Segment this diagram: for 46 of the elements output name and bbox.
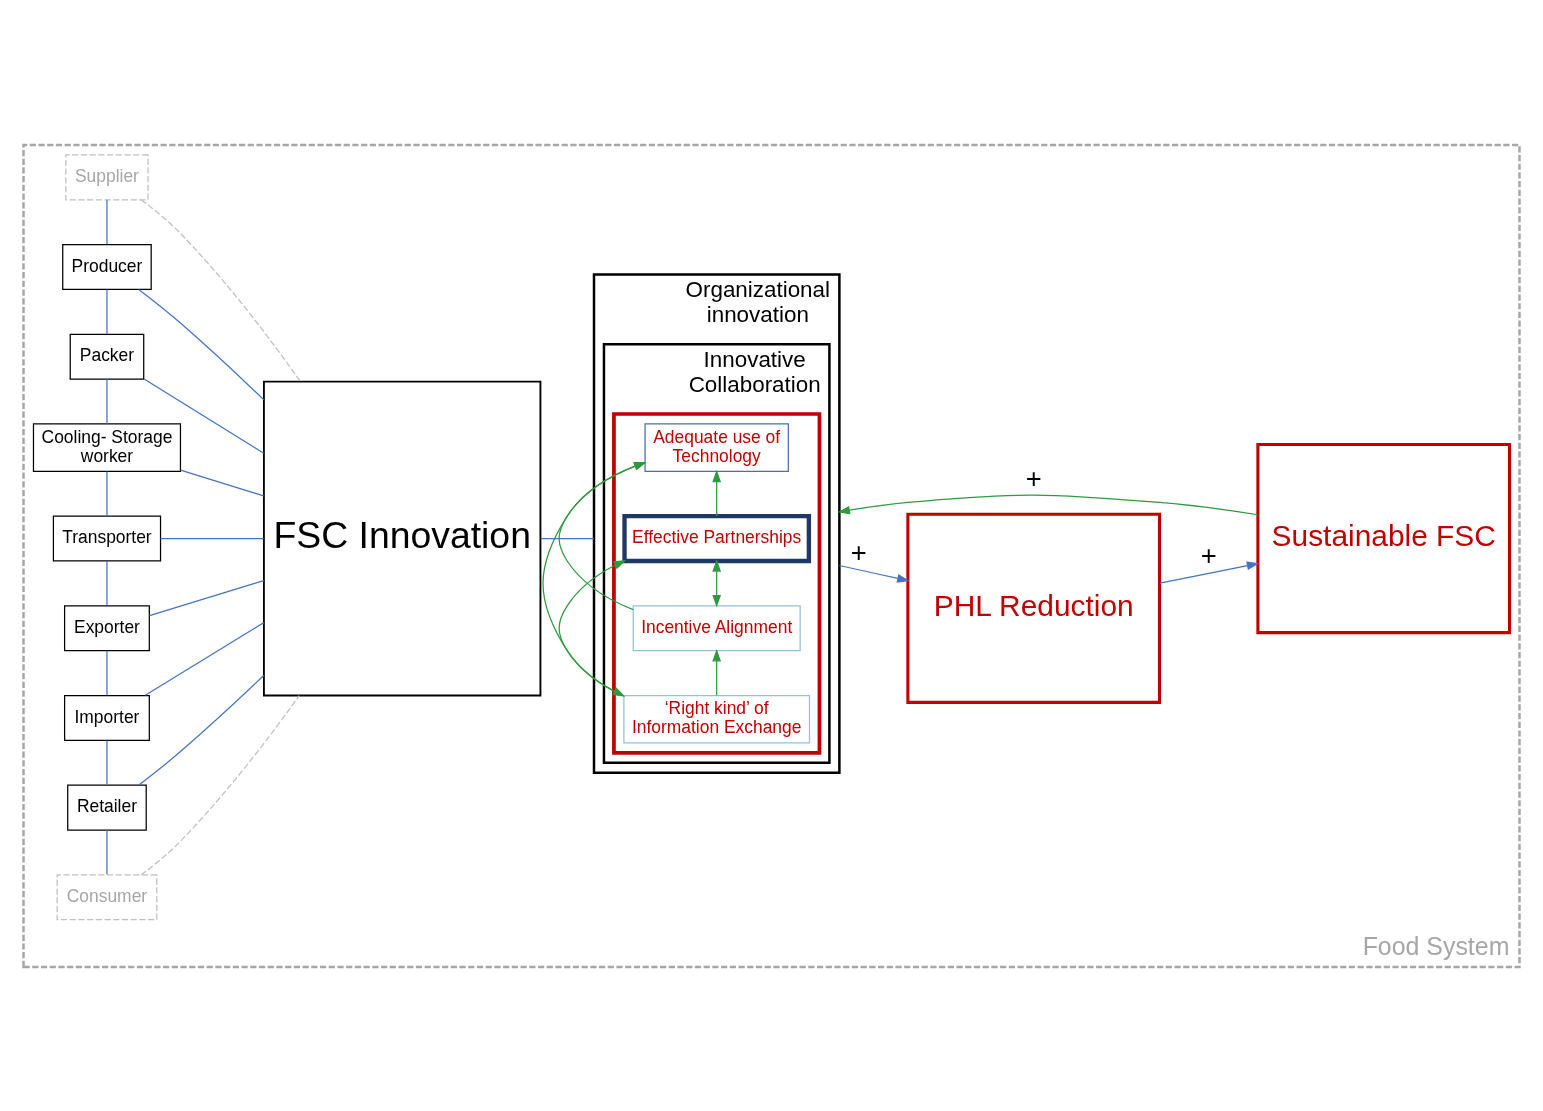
edge-label: + [850,536,867,568]
node-box: Cooling- Storage worker [32,422,182,472]
node-box: Incentive Alignment [632,604,801,651]
node-box: Sustainable FSC [1256,442,1512,634]
arrow [838,564,910,583]
connector [140,694,300,875]
connector [144,621,265,696]
node-box: Packer [69,333,145,380]
connector [143,377,265,454]
node-box: Exporter [64,604,150,651]
arrow [558,461,647,610]
connector [106,649,108,696]
connector [140,198,301,382]
connector [138,674,265,786]
connector [106,288,108,335]
connector [138,288,265,400]
connector [106,559,108,606]
arrow [1159,560,1260,584]
connector [106,470,108,516]
node-box: Adequate use of Technology [644,422,789,472]
connector [106,198,108,245]
arrow [542,461,647,696]
connector [159,537,265,539]
node-box: Producer [62,243,152,290]
connector [148,579,265,616]
connector [106,739,108,785]
edge-label: + [1025,462,1042,494]
node-box: FSC Innovation [262,380,542,696]
connector [106,828,108,875]
edge-label: + [1200,539,1217,571]
node-box: Supplier [65,153,149,200]
connector [179,468,265,497]
node-box: Transporter [52,515,162,562]
arrow [558,559,627,697]
node-box: ‘Right kind’ of Information Exchange [623,694,811,743]
node-box: PHL Reduction [906,512,1162,704]
arrow [712,648,722,696]
arrow [712,469,722,516]
node-box: Effective Partnerships [622,513,812,563]
node-box: Importer [64,694,150,741]
arrow [837,494,1259,515]
node-box: Retailer [67,784,147,831]
connector [106,378,108,424]
node-box: Consumer [56,873,158,920]
arrow [712,558,722,607]
connector [540,537,595,539]
